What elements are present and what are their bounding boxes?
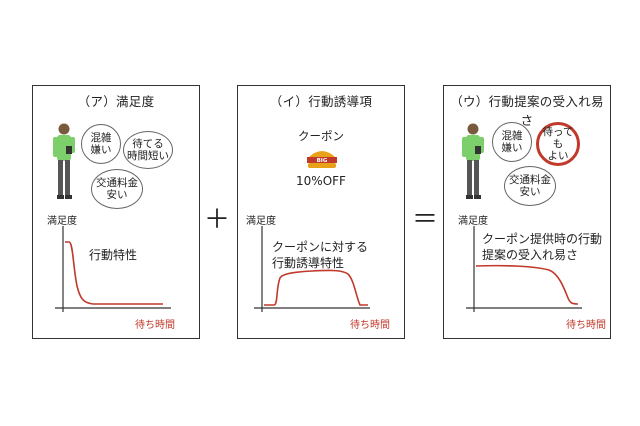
bubble-short-wait: 待てる 時間短い: [123, 131, 173, 169]
acceptability-graph: [466, 226, 582, 312]
bubble-crowd-dislike: 混雑 嫌い: [492, 122, 532, 162]
panel-acceptability: （ウ）行動提案の受入れ易さ 混雑 嫌い 待っても よい 交通料金 安い 満足度 …: [443, 85, 611, 339]
person-icon: [53, 123, 75, 199]
coupon-label: クーポン: [298, 129, 344, 143]
bubble-crowd-dislike: 混雑 嫌い: [81, 124, 121, 164]
panel-inducement: （イ）行動誘導項 クーポン BIG 10%OFF 満足度 クーポンに対する 行動…: [237, 85, 405, 339]
bubble-cheap-fare: 交通料金 安い: [504, 166, 556, 206]
x-axis-label: 待ち時間: [566, 320, 606, 331]
bubble-cheap-fare: 交通料金 安い: [91, 169, 143, 209]
curve-label: 行動特性: [89, 248, 138, 262]
curve-label: クーポンに対する 行動誘導特性: [272, 240, 369, 270]
bubble-wait-ok: 待っても よい: [536, 122, 580, 166]
y-axis-label: 満足度: [47, 216, 77, 227]
x-axis-label: 待ち時間: [135, 320, 175, 331]
plus-operator: ＋: [204, 205, 231, 235]
y-axis-label: 満足度: [458, 216, 488, 227]
panel-satisfaction: （ア）満足度 混雑 嫌い 待てる 時間短い 交通料金 安い 満足度 行動特性 待…: [32, 85, 200, 339]
person-icon: [462, 123, 484, 199]
y-axis-label: 満足度: [246, 216, 276, 227]
equals-operator: ＝: [412, 205, 439, 235]
panel-c-title: （ウ）行動提案の受入れ易さ: [450, 94, 604, 128]
panel-b-title: （イ）行動誘導項: [269, 94, 373, 109]
x-axis-label: 待ち時間: [350, 320, 390, 331]
panel-a-title: （ア）満足度: [77, 94, 155, 109]
svg-text:BIG: BIG: [317, 158, 328, 164]
satisfaction-graph: [55, 226, 171, 312]
burger-logo-icon: BIG: [307, 151, 337, 168]
curve-label: クーポン提供時の行動 提案の受入れ易さ: [482, 232, 603, 262]
inducement-graph: [254, 226, 370, 312]
discount-text: 10%OFF: [296, 174, 346, 188]
